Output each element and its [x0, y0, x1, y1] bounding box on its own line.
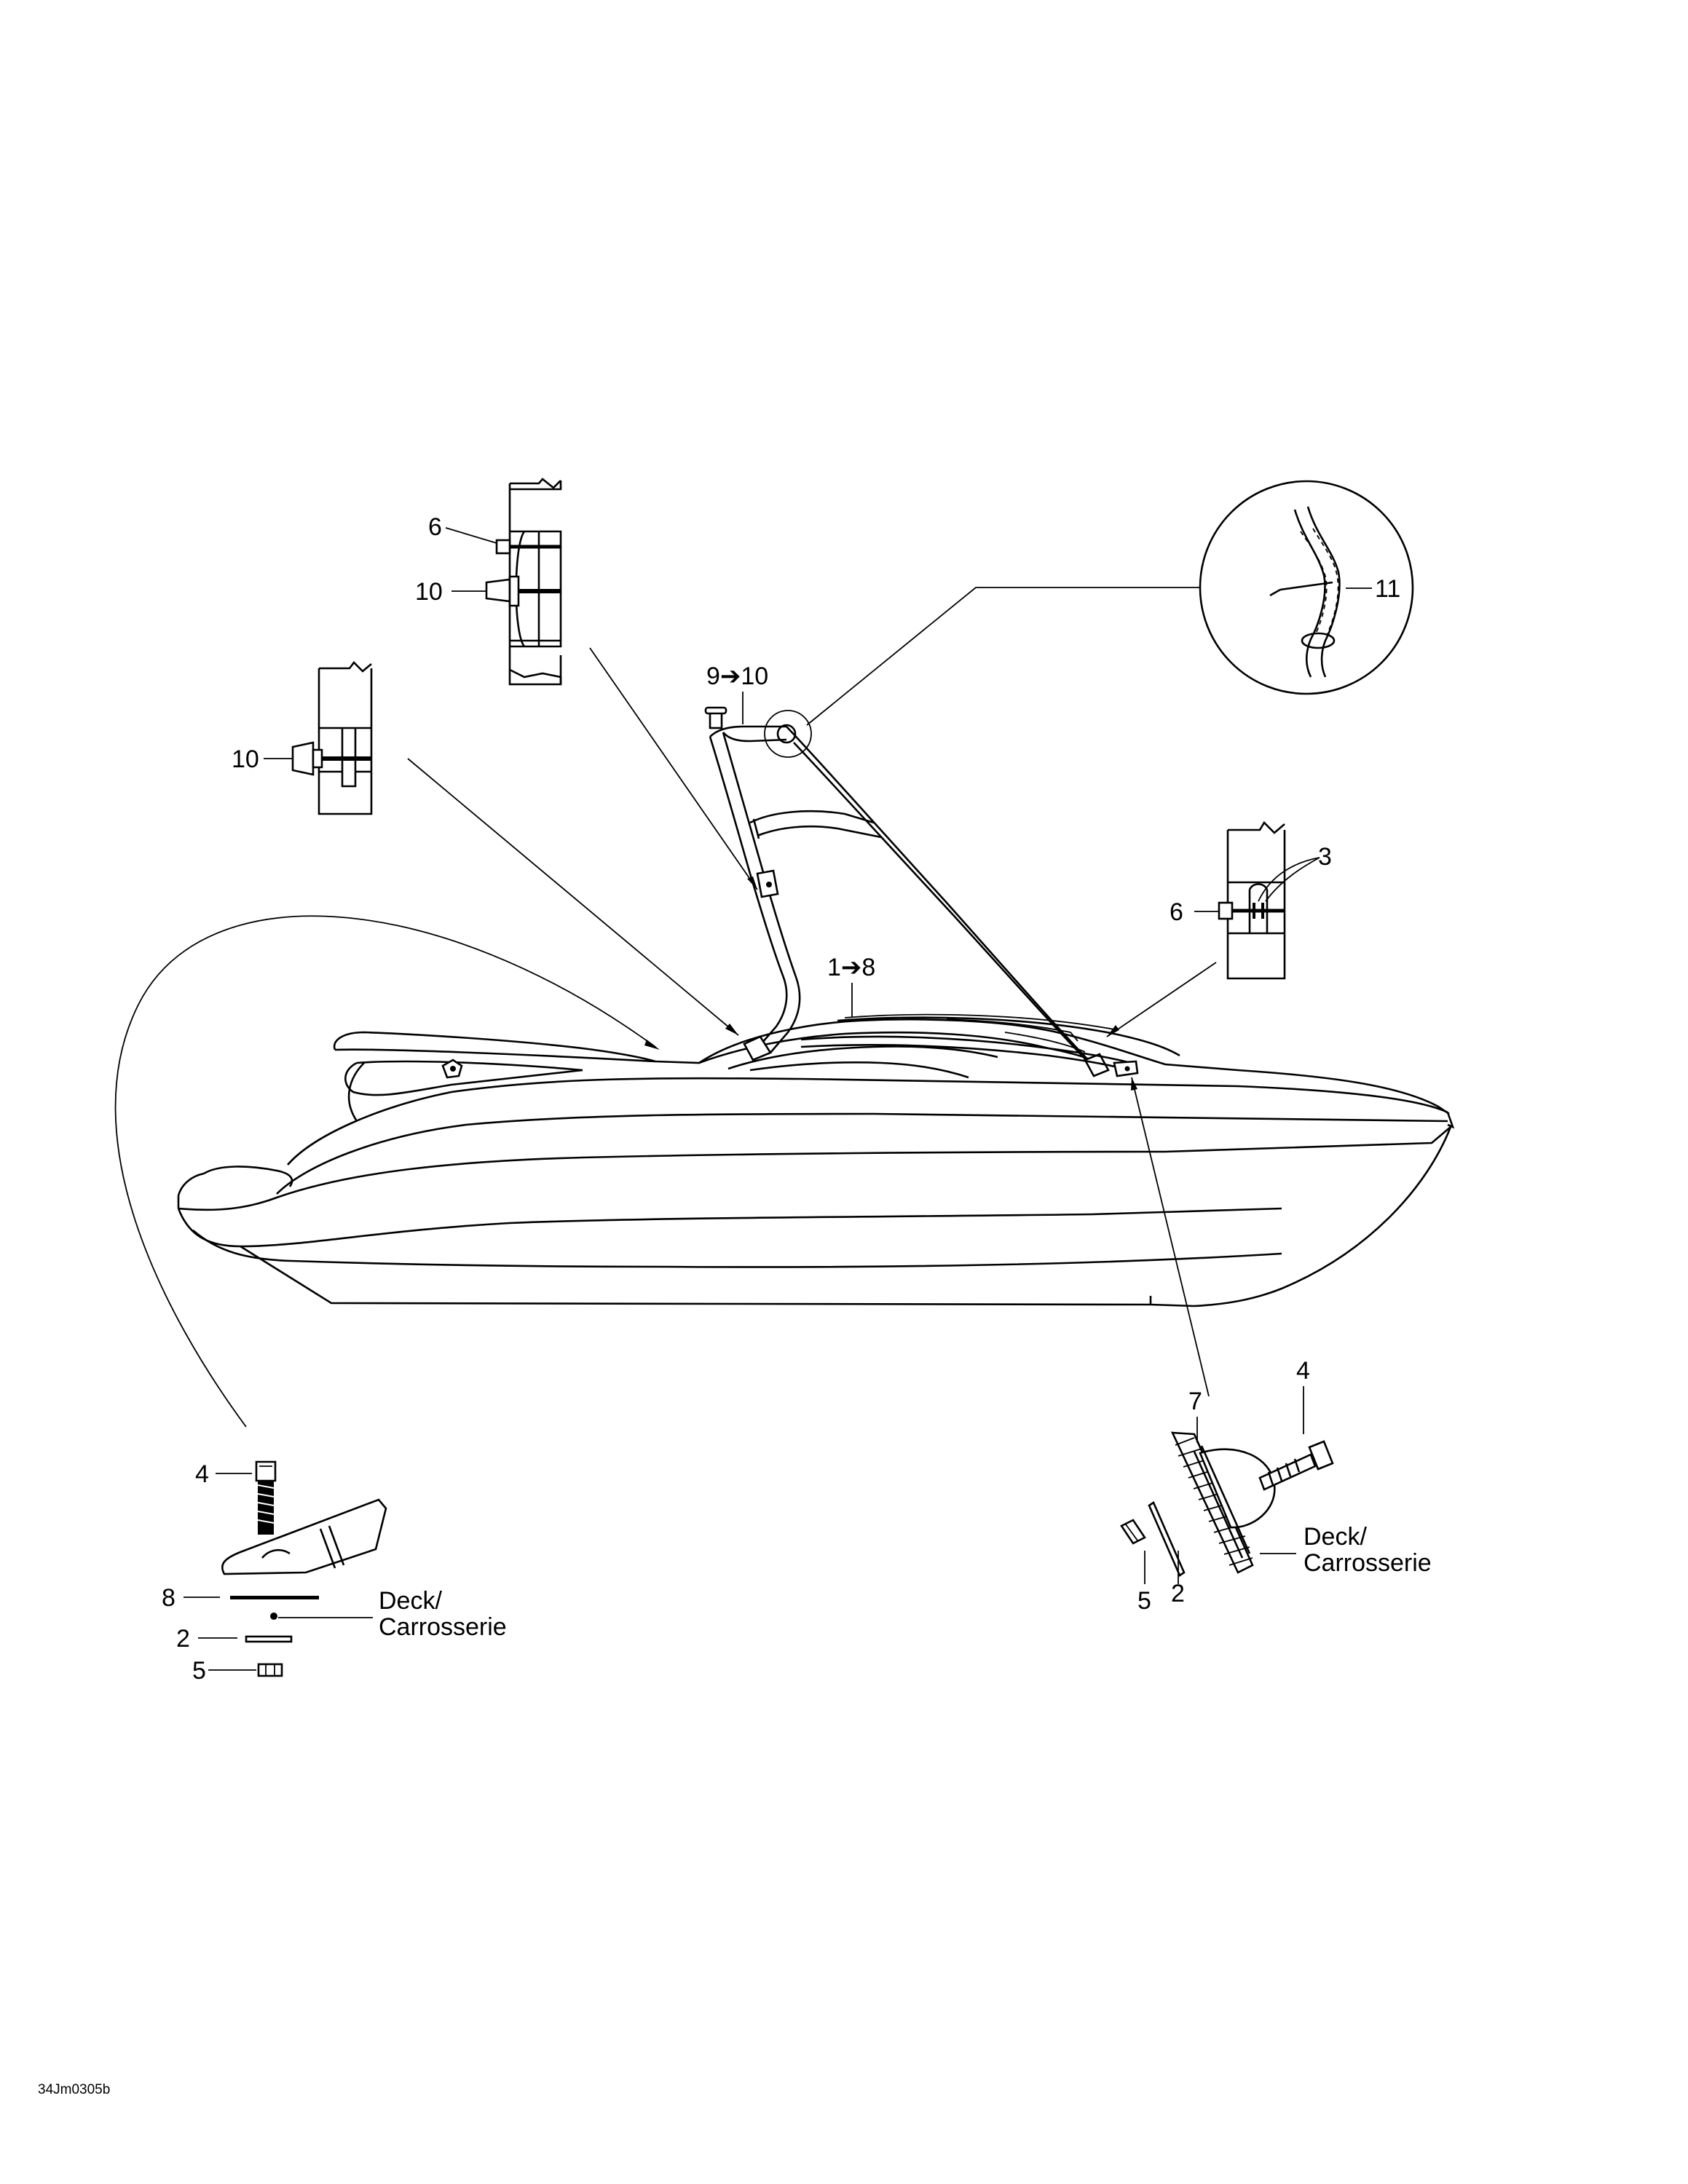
callout-3: 3 [1318, 843, 1332, 871]
callout-2-left: 2 [176, 1625, 190, 1653]
detail-base-clamp-right [1218, 820, 1286, 980]
callout-6-top: 6 [428, 513, 442, 541]
deck-label-left-line1: Deck/ [379, 1587, 442, 1615]
deck-label-right-line2: Carrosserie [1304, 1549, 1432, 1577]
callout-10-top: 10 [415, 578, 443, 606]
callout-11: 11 [1375, 575, 1400, 603]
callout-8: 8 [162, 1584, 175, 1612]
callout-5-left: 5 [192, 1657, 206, 1685]
figure-code: 34Jm0305b [38, 2082, 110, 2097]
callout-1-to-8: 1➔8 [827, 954, 875, 981]
callout-10-left: 10 [232, 745, 259, 773]
callout-6-right: 6 [1170, 898, 1183, 926]
callout-7: 7 [1188, 1388, 1202, 1415]
leader-lines [114, 527, 1372, 1671]
deck-label-right-line1: Deck/ [1304, 1523, 1367, 1551]
deck-label-left-line2: Carrosserie [379, 1613, 507, 1641]
detail-mount-right [1120, 1431, 1334, 1577]
callout-4-left: 4 [195, 1460, 209, 1488]
wakeboard-tower [704, 706, 1139, 1077]
callout-5-right: 5 [1137, 1587, 1151, 1615]
boat-hull [177, 1013, 1455, 1307]
detail-mount-left [221, 1460, 387, 1677]
callout-9-to-10: 9➔10 [706, 662, 768, 690]
detail-leg-clamp-left [291, 661, 373, 815]
detail-leg-clamp-top [485, 478, 562, 686]
callout-labels: 6 10 9➔10 10 11 3 6 1➔8 4 8 2 5 4 7 5 2 … [38, 513, 1432, 2097]
callout-4-right: 4 [1296, 1357, 1310, 1385]
callout-2-right: 2 [1171, 1580, 1185, 1607]
